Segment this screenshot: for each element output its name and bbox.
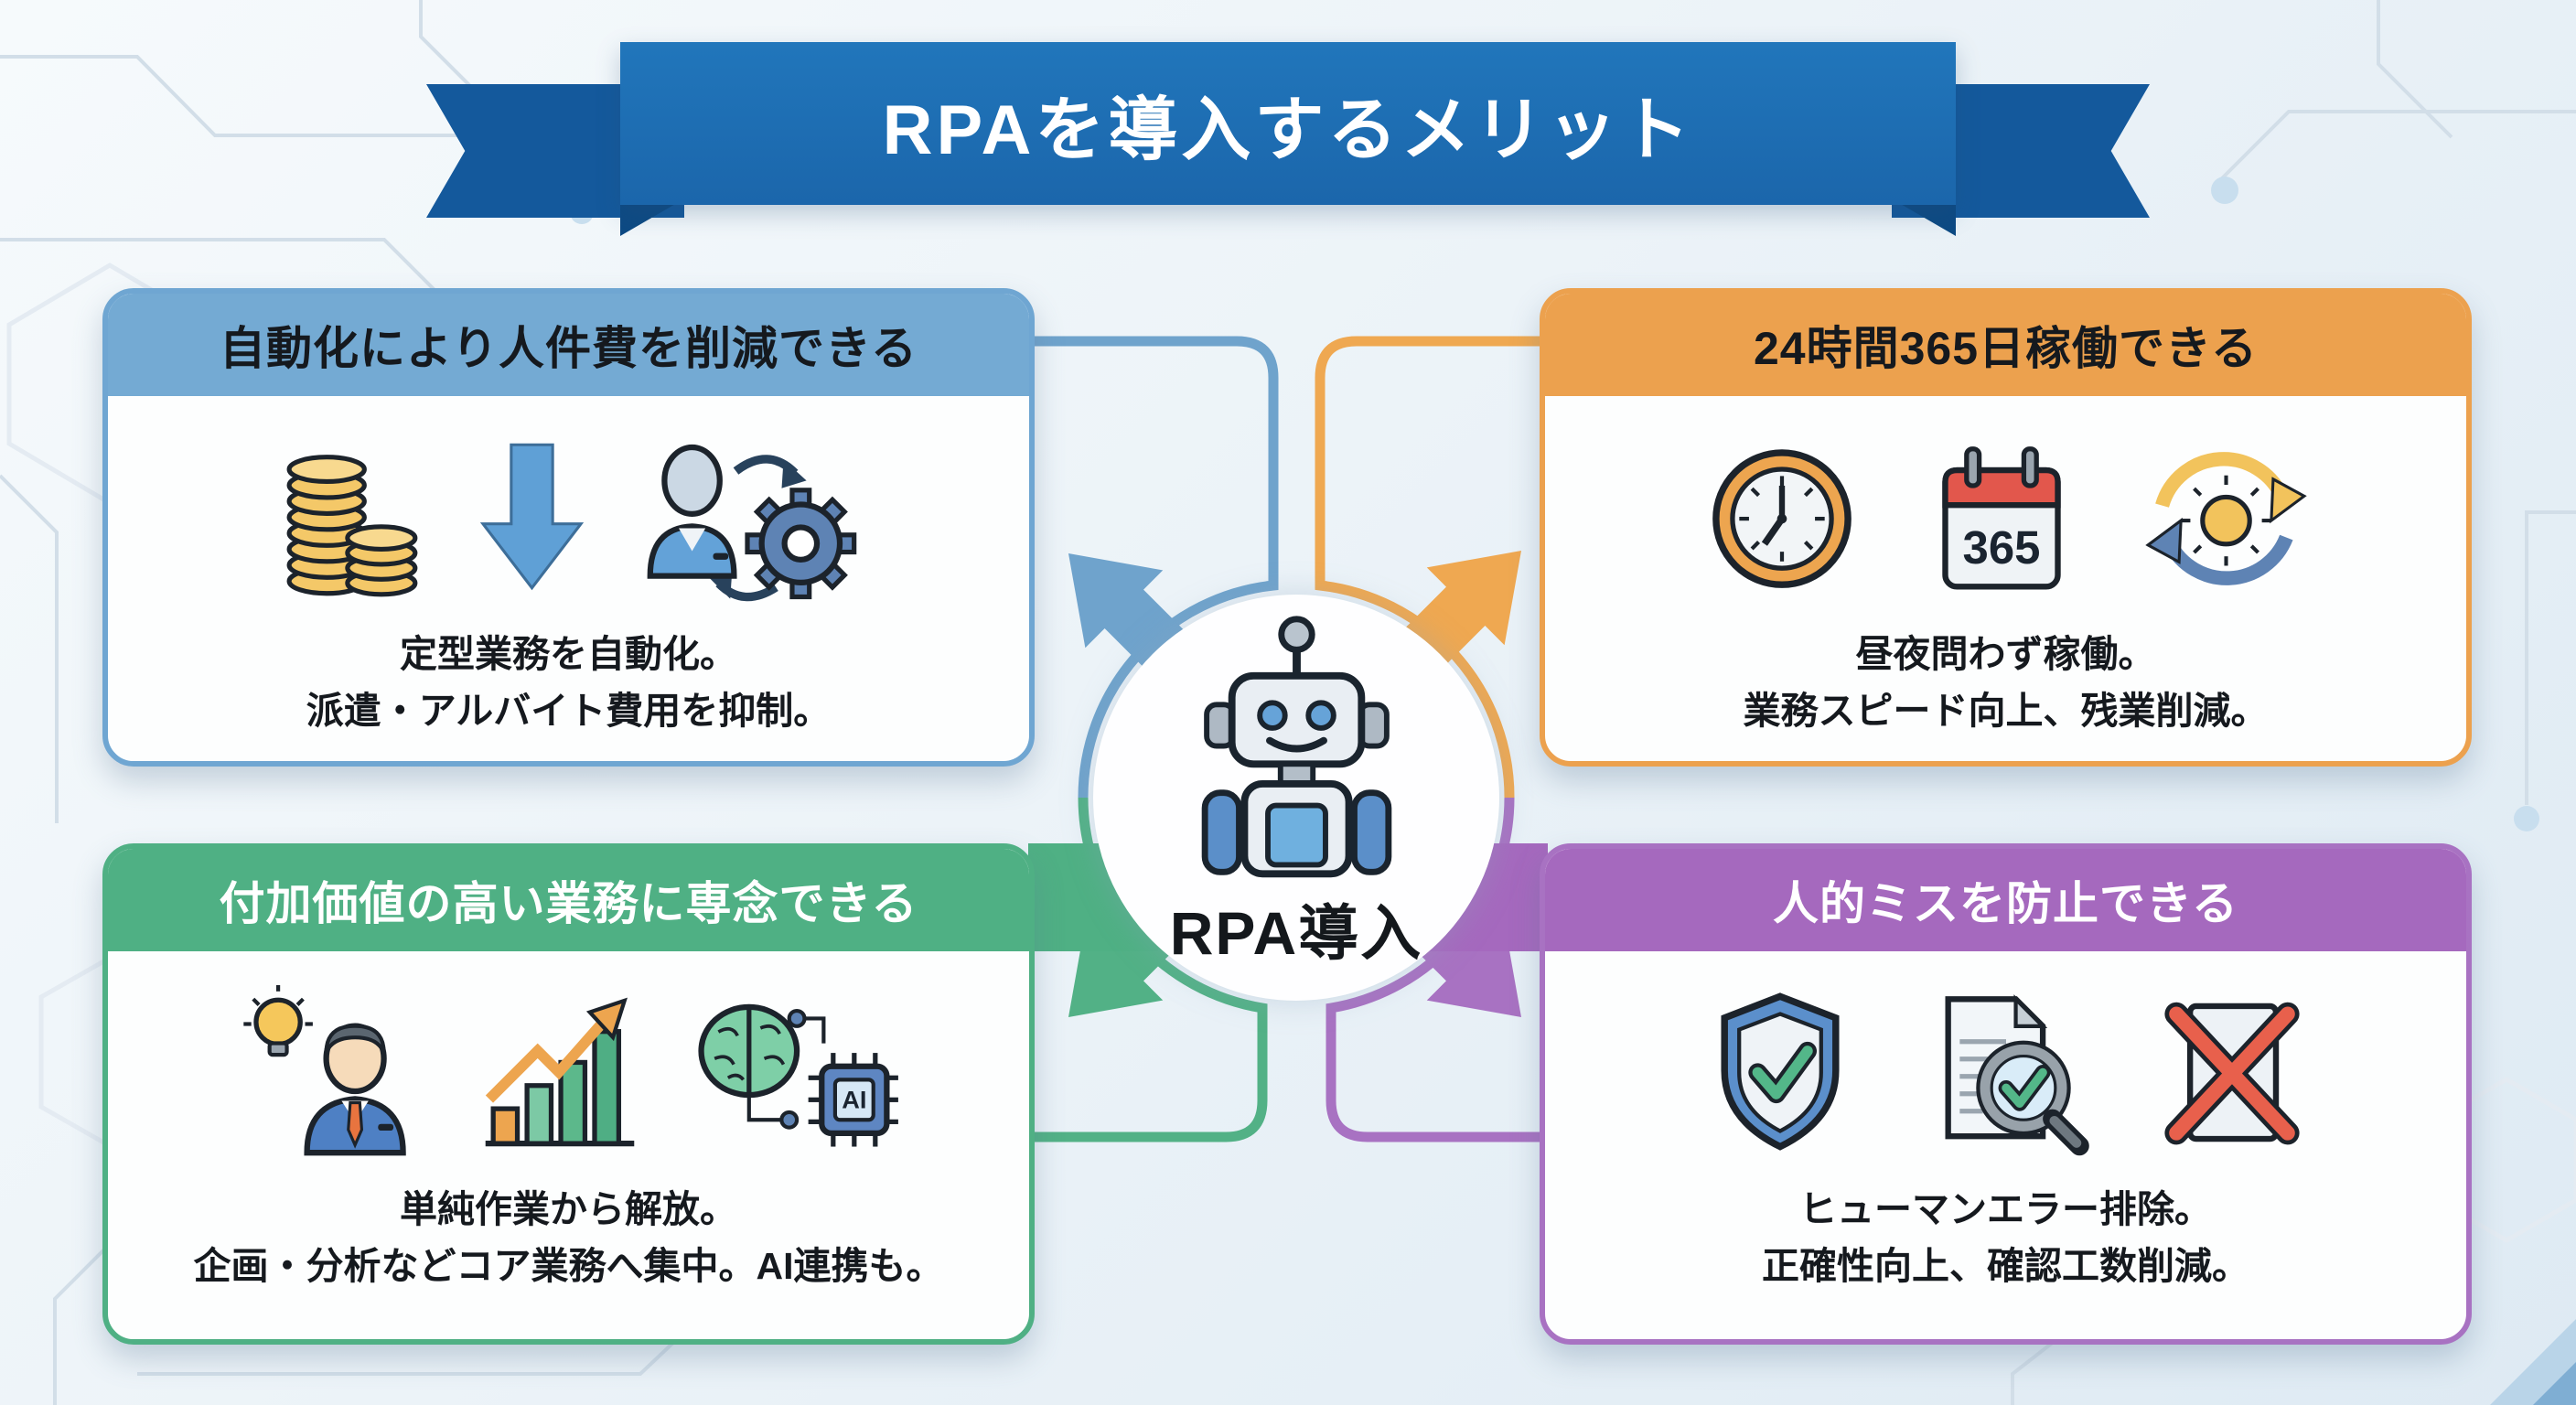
brain-ai-icon: AI [697, 1003, 898, 1147]
person-gear-cycle-icon [647, 444, 857, 602]
idea-person-icon [242, 985, 406, 1156]
card-always-on: 24時間365日稼働できる 365 [1540, 288, 2472, 767]
calendar-365-label: 365 [1962, 520, 2040, 573]
coins-icon [286, 454, 418, 596]
card-focus-header: 付加価値の高い業務に専念できる [108, 849, 1029, 951]
hub-label: RPA導入 [1169, 899, 1423, 967]
card-error-line-2: 正確性向上、確認工数削減。 [1762, 1244, 2249, 1287]
card-always-on-title: 24時間365日稼働できる [1753, 323, 2259, 374]
ai-chip-label: AI [842, 1086, 866, 1114]
shield-check-icon [1720, 992, 1840, 1151]
clock-icon [1712, 448, 1852, 588]
card-always-on-line-2: 業務スピード向上、残業削減。 [1743, 689, 2269, 732]
page-title: RPAを導入するメリット [882, 91, 1694, 169]
card-always-on-header: 24時間365日稼働できる [1545, 294, 2466, 396]
ribbon-banner: RPAを導入するメリット [620, 42, 1956, 205]
card-error-prevention: 人的ミスを防止できる [1540, 843, 2472, 1345]
card-error-line-1: ヒューマンエラー排除。 [1799, 1188, 2212, 1230]
card-error-header: 人的ミスを防止できる [1545, 849, 2466, 951]
central-hub: RPA導入 [1093, 595, 1499, 1001]
card-focus-line-1: 単純作業から解放。 [400, 1188, 737, 1230]
card-focus-title: 付加価値の高い業務に専念できる [219, 878, 918, 929]
card-always-on-line-1: 昼夜問わず稼働。 [1855, 633, 2156, 675]
card-cost-title: 自動化により人件費を削減できる [220, 323, 918, 374]
no-error-icon [2163, 1002, 2300, 1144]
card-high-value-focus: 付加価値の高い業務に専念できる [102, 843, 1035, 1345]
down-arrow-icon [479, 443, 585, 590]
corner-accent [2490, 1319, 2576, 1405]
card-cost-line-1: 定型業務を自動化。 [400, 633, 737, 675]
document-check-icon [1945, 993, 2089, 1155]
connector-orange [1315, 336, 1551, 799]
robot-icon [1201, 616, 1391, 878]
card-cost-line-2: 派遣・アルバイト費用を抑制。 [306, 689, 832, 732]
card-focus-line-2: 企画・分析などコア業務へ集中。AI連携も。 [193, 1244, 944, 1287]
card-cost-reduction: 自動化により人件費を削減できる [102, 288, 1035, 767]
growth-chart-icon [485, 997, 634, 1147]
card-cost-header: 自動化により人件費を削減できる [108, 294, 1029, 396]
connector-blue [1025, 336, 1279, 799]
card-error-title: 人的ミスを防止できる [1773, 878, 2238, 929]
calendar-365-icon: 365 [1941, 445, 2061, 590]
day-night-cycle-icon [2144, 451, 2307, 585]
